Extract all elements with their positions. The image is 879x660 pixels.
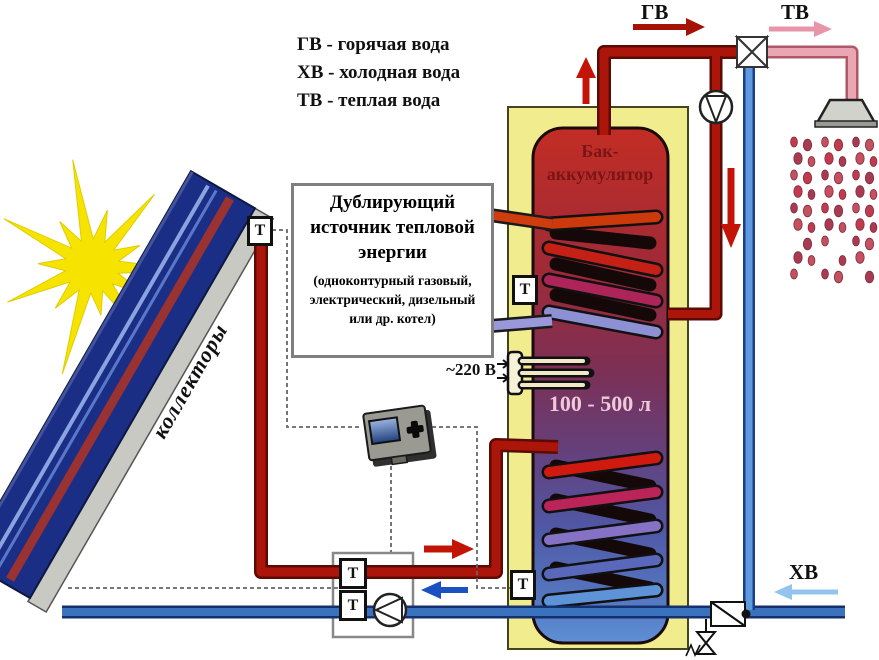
shower-droplets — [790, 136, 878, 284]
cold-in-arrow — [774, 584, 838, 600]
tank-lower-temp-sensor: Т — [510, 570, 536, 600]
cold-in-label: ХВ — [789, 560, 819, 584]
station-supply-temp-sensor: Т — [339, 558, 367, 589]
mixing-valve — [734, 34, 770, 70]
warm-out-label: ТВ — [781, 0, 810, 24]
tank-name-line2: аккумулятор — [546, 164, 654, 184]
tank-up-arrow — [576, 57, 596, 104]
boiler-title-line: Дублирующий — [329, 192, 456, 213]
upper-coil — [541, 209, 664, 340]
collector-temp-sensor: Т — [247, 216, 273, 246]
legend-warm-water: ТВ - теплая вода — [297, 90, 441, 111]
tank-upper-temp-sensor: Т — [512, 275, 538, 305]
warm-out-arrow — [769, 21, 832, 37]
recirculation-pump — [698, 89, 734, 125]
hot-out-arrow — [633, 18, 705, 36]
station-return-temp-sensor: Т — [339, 590, 367, 621]
solar-pump — [372, 592, 408, 628]
sun-icon — [3, 159, 196, 375]
hot-out-label: ГВ — [641, 0, 669, 24]
electric-heater — [497, 350, 595, 396]
tank-volume-label: 100 - 500 л — [548, 391, 652, 416]
solar-supply-arrow — [424, 539, 474, 559]
safety-valve — [685, 619, 718, 657]
power-supply-label: ~220 В — [446, 360, 496, 379]
boiler-subtitle-line: (одноконтурный газовый, — [313, 273, 472, 288]
lower-coil — [541, 450, 664, 609]
solar-collector-panel — [0, 169, 275, 613]
legend-cold-water: ХВ - холодная вода — [297, 62, 461, 83]
controller-device — [362, 404, 437, 467]
shower-head — [814, 98, 878, 128]
solar-return-arrow — [421, 581, 468, 599]
backup-heat-source-box: Дублирующий источник тепловой энергии (о… — [291, 183, 494, 358]
boiler-subtitle-line: электрический, дизельный — [309, 292, 476, 307]
sensor-wires — [68, 229, 510, 589]
legend-hot-water: ГВ - горячая вода — [297, 34, 450, 55]
tank-name-line1: Бак- — [581, 141, 619, 161]
check-valve — [710, 601, 751, 627]
boiler-title-line: энергии — [358, 242, 427, 263]
flow-arrows — [421, 18, 838, 600]
recirc-down-arrow — [721, 168, 741, 248]
boiler-title-line: источник тепловой — [310, 217, 475, 238]
boiler-subtitle-line: или др. котел) — [349, 311, 436, 326]
